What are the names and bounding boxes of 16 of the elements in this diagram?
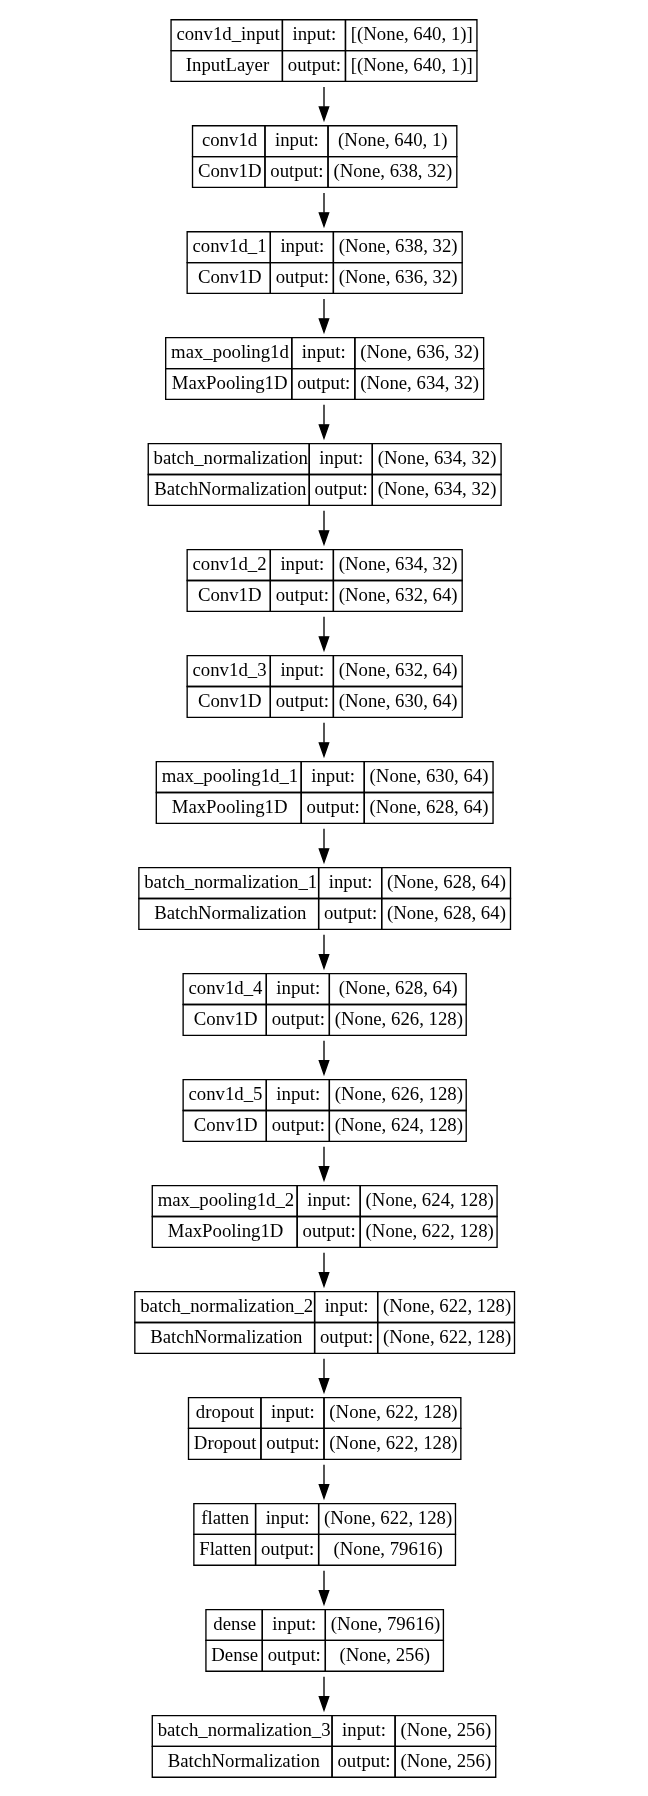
arrow (318, 1039, 330, 1076)
arrow (318, 1463, 330, 1500)
arrow (318, 297, 330, 334)
arrow (318, 827, 330, 864)
arrow (318, 615, 330, 652)
arrow (318, 1569, 330, 1606)
arrow (318, 1145, 330, 1182)
arrow (318, 191, 330, 228)
arrow (318, 933, 330, 970)
arrow (318, 1251, 330, 1288)
arrow (318, 1357, 330, 1394)
arrow (318, 509, 330, 546)
arrow (318, 721, 330, 758)
arrow (318, 1675, 330, 1712)
arrow (318, 85, 330, 122)
arrow (318, 403, 330, 440)
